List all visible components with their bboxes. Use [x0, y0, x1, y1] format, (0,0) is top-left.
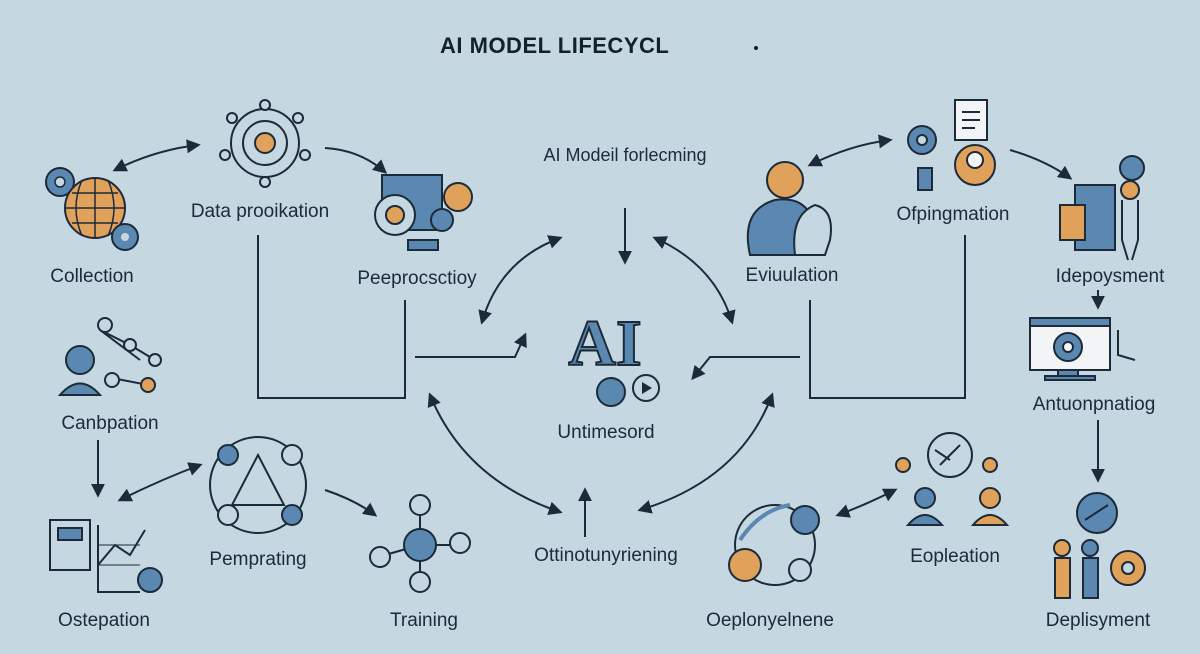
- stage-preprocessing: Peeprocsctioy: [357, 268, 477, 289]
- stage-eopleation: Eopleation: [910, 546, 1000, 567]
- center-ai-mark: AI: [567, 306, 642, 381]
- stage-deplisyment: Deplisyment: [1045, 610, 1151, 631]
- monitor-target-icon: [1029, 317, 1136, 381]
- chart-tools-icon: [49, 519, 163, 593]
- cycle-gears-icon: [728, 503, 820, 586]
- network-target-icon: [219, 99, 311, 188]
- connector-arrows: [91, 134, 1105, 537]
- people-gear-icon: [1053, 492, 1146, 599]
- person-network-icon: [57, 317, 162, 396]
- triangle-network-icon: [209, 436, 307, 534]
- stage-antuonpnatiog: Antuonpnatiog: [1032, 394, 1156, 415]
- team-network-icon: [895, 432, 1010, 526]
- center-bottom-label: Untimesord: [557, 422, 655, 443]
- stage-data-processing: Data prooikation: [190, 201, 330, 222]
- stage-pemprating: Pemprating: [209, 549, 307, 570]
- stage-ottinotunyriening: Ottinotunyriening: [534, 545, 678, 566]
- center-top-label: AI Modeil forlecming: [543, 145, 707, 165]
- stage-collection: Collection: [50, 266, 134, 287]
- machine-gears-icon: [374, 174, 473, 251]
- stage-ostepation: Ostepation: [58, 610, 150, 631]
- users-network-icon: [369, 494, 471, 593]
- gear-globe-icon: [45, 167, 139, 251]
- document-gears-icon: [907, 99, 996, 191]
- stage-canbpation: Canbpation: [61, 413, 159, 434]
- head-gears-icon: [746, 161, 832, 256]
- title-dot: [754, 46, 758, 50]
- stage-ofpingmation: Ofpingmation: [896, 204, 1010, 225]
- stage-oeplonyelnene: Oeplonyelnene: [706, 610, 834, 631]
- stage-eviuulation: Eviuulation: [745, 265, 839, 286]
- stage-deployment: Idepoysment: [1055, 266, 1165, 287]
- door-person-icon: [1059, 155, 1145, 261]
- stage-training: Training: [390, 610, 458, 631]
- ai-gear-icon: [596, 374, 660, 407]
- diagram-title: AI MODEL LIFECYCL: [440, 33, 670, 58]
